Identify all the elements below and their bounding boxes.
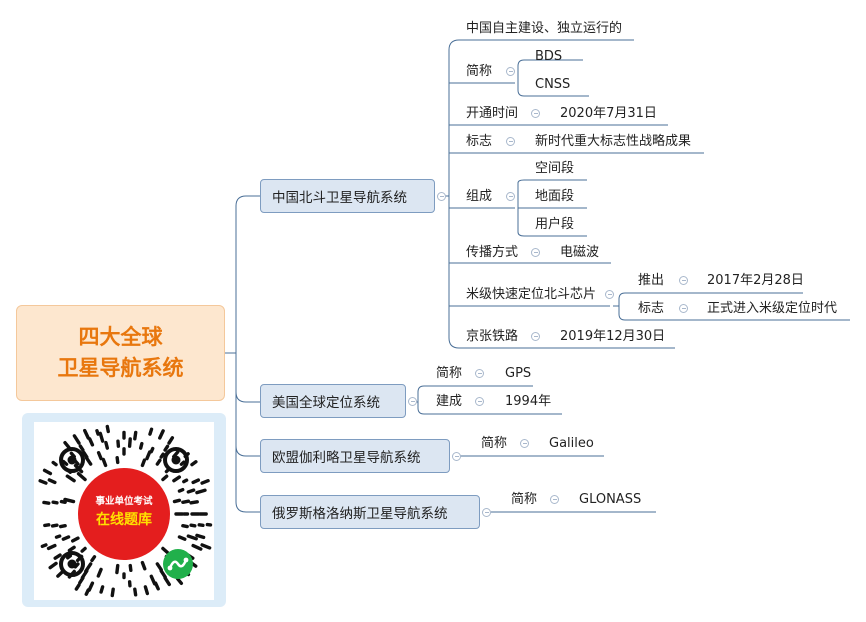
collapse-railway-icon[interactable] [531,332,540,341]
galileo-abbr: 简称 [481,436,508,451]
collapse-galileo-icon[interactable] [452,452,461,461]
glonass-abbr-value: GLONASS [579,492,642,507]
gps-built-value: 1994年 [505,394,552,409]
galileo-abbr-value: Galileo [549,436,594,451]
chip-launch-date: 2017年2月28日 [707,273,804,288]
branch-glonass-label: 俄罗斯格洛纳斯卫星导航系统 [272,506,448,522]
beidou-abbr-bds: BDS [535,49,563,64]
gps-abbr: 简称 [436,366,463,381]
collapse-gps-abbr-icon[interactable] [475,369,484,378]
composition-ground: 地面段 [535,189,575,204]
collapse-chip-icon[interactable] [605,290,614,299]
collapse-gps-built-icon[interactable] [475,397,484,406]
collapse-propagation-icon[interactable] [531,248,540,257]
beidou-wave: 电磁波 [560,245,600,260]
collapse-gps-icon[interactable] [408,397,417,406]
beidou-open-time: 开通时间 [466,106,519,121]
beidou-open-date: 2020年7月31日 [560,106,657,121]
branch-glonass[interactable]: 俄罗斯格洛纳斯卫星导航系统 [260,495,480,529]
chip-symbol-value: 正式进入米级定位时代 [707,301,838,316]
qr-main-text: 在线题库 [96,511,152,528]
chip-launch: 推出 [638,273,665,288]
gps-abbr-value: GPS [505,366,532,381]
glonass-abbr: 简称 [511,492,538,507]
collapse-symbol-icon[interactable] [506,137,515,146]
qr-center-badge [78,468,170,560]
beidou-abbr-cnss: CNSS [535,77,571,92]
chip-symbol: 标志 [638,301,665,316]
beidou-railway: 京张铁路 [466,329,519,344]
composition-space: 空间段 [535,161,575,176]
collapse-glonass-icon[interactable] [482,508,491,517]
branch-galileo-label: 欧盟伽利略卫星导航系统 [272,450,421,466]
qr-code-image[interactable]: 事业单位考试 在线题库 [34,422,214,600]
composition-user: 用户段 [535,217,575,232]
beidou-composition: 组成 [466,189,493,204]
beidou-abbr: 简称 [466,64,493,79]
collapse-open-time-icon[interactable] [531,109,540,118]
collapse-composition-icon[interactable] [506,192,515,201]
root-title-line1: 四大全球 [78,325,163,349]
collapse-launch-icon[interactable] [679,276,688,285]
beidou-desc: 中国自主建设、独立运行的 [466,21,623,36]
collapse-chip-symbol-icon[interactable] [679,304,688,313]
beidou-chip: 米级快速定位北斗芯片 [466,287,597,302]
beidou-railway-date: 2019年12月30日 [560,329,666,344]
branch-galileo[interactable]: 欧盟伽利略卫星导航系统 [260,439,450,473]
beidou-symbol: 标志 [466,134,493,149]
branch-gps[interactable]: 美国全球定位系统 [260,384,406,418]
collapse-galileo-abbr-icon[interactable] [520,439,529,448]
collapse-glonass-abbr-icon[interactable] [550,495,559,504]
qr-top-text: 事业单位考试 [95,495,153,507]
root-topic[interactable]: 四大全球 卫星导航系统 [16,305,225,401]
collapse-beidou-icon[interactable] [437,192,446,201]
branch-beidou[interactable]: 中国北斗卫星导航系统 [260,179,435,213]
branch-gps-label: 美国全球定位系统 [272,395,380,411]
beidou-propagation: 传播方式 [466,245,519,260]
beidou-symbol-value: 新时代重大标志性战略成果 [535,134,692,149]
gps-built: 建成 [436,394,463,409]
collapse-beidou-abbr-icon[interactable] [506,67,515,76]
root-title-line2: 卫星导航系统 [57,356,184,380]
branch-beidou-label: 中国北斗卫星导航系统 [272,190,407,206]
